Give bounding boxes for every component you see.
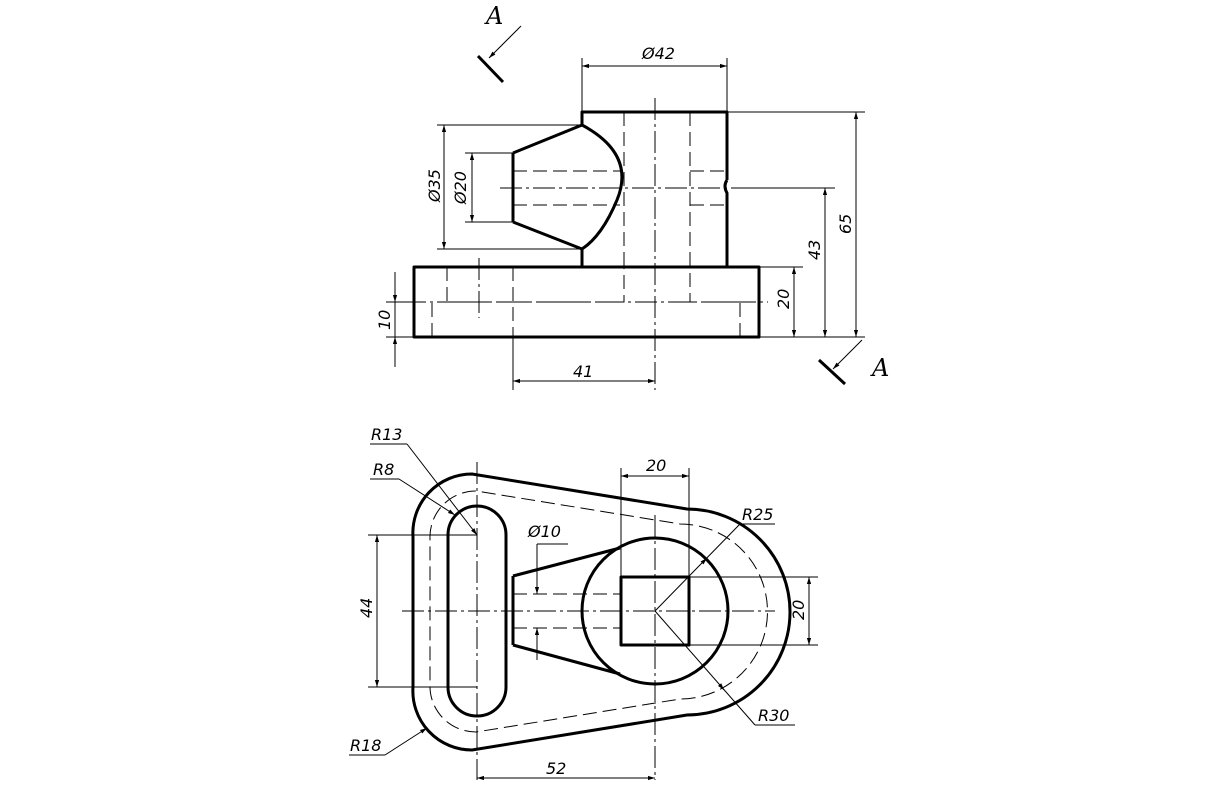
- dim-offset: 41: [573, 362, 593, 381]
- section-label-bottom: A: [870, 354, 889, 382]
- outer-contour: [411, 472, 792, 752]
- dim-r8: R8: [373, 460, 394, 479]
- dim-r30: R30: [758, 706, 789, 725]
- section-mark-top: A: [476, 2, 522, 84]
- section-mark-bottom: A: [817, 339, 889, 386]
- dim-axis-height: 43: [805, 240, 824, 260]
- section-label-top: A: [484, 2, 503, 30]
- dim-total-height: 65: [836, 214, 855, 234]
- dim-inner-dia: Ø20: [451, 171, 470, 205]
- dim-square-h: 20: [789, 600, 808, 620]
- dim-hole-dia: Ø10: [527, 522, 561, 541]
- dim-r18: R18: [350, 736, 381, 755]
- square-hole: [619, 575, 691, 647]
- boss-circle: [580, 536, 730, 686]
- dim-outer-dia: Ø35: [425, 169, 444, 203]
- dim-base-height: 20: [774, 289, 793, 309]
- front-view: Ø42 Ø35 Ø20 65 43 20 10 41: [375, 44, 865, 390]
- dim-left-height: 10: [375, 310, 394, 330]
- dim-r13: R13: [371, 425, 402, 444]
- dim-top-dia: Ø42: [641, 44, 675, 63]
- dim-r25: R25: [742, 505, 773, 524]
- dim-center-dist: 52: [546, 759, 566, 778]
- dim-square-w: 20: [646, 456, 666, 475]
- top-view: 20 20 44 52 Ø10 R13 R8 R18: [349, 425, 818, 781]
- slot: [446, 504, 508, 718]
- dim-slot-len: 44: [357, 598, 376, 618]
